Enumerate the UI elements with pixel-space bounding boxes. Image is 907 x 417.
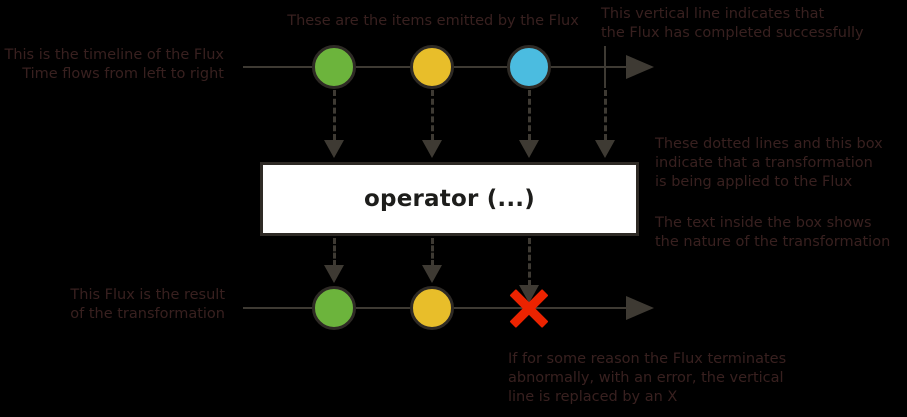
connector-in-blue bbox=[528, 90, 531, 140]
annotation-error: If for some reason the Flux terminates a… bbox=[508, 351, 787, 405]
connector-in-yellow-arrow-icon bbox=[422, 140, 442, 158]
connector-out-yellow-arrow-icon bbox=[422, 265, 442, 283]
connector-out-yellow bbox=[431, 238, 434, 266]
annotation-completion: This vertical line indicates that the Fl… bbox=[601, 6, 864, 41]
annotation-timeline: This is the timeline of the Flux Time fl… bbox=[4, 47, 224, 82]
connector-out-green-arrow-icon bbox=[324, 265, 344, 283]
connector-in-green bbox=[333, 90, 336, 140]
annotation-items: These are the items emitted by the Flux bbox=[287, 13, 579, 29]
connector-in-completion-arrow-icon bbox=[595, 140, 615, 158]
operator-box[interactable]: operator (...) bbox=[260, 162, 639, 236]
completion-bar bbox=[604, 46, 606, 88]
result-marble-yellow bbox=[410, 286, 454, 330]
error-x-icon bbox=[506, 285, 552, 331]
connector-in-green-arrow-icon bbox=[324, 140, 344, 158]
annotation-box-text: The text inside the box shows the nature… bbox=[655, 215, 891, 250]
source-marble-blue bbox=[507, 45, 551, 89]
connector-out-error bbox=[528, 238, 531, 286]
source-marble-yellow bbox=[410, 45, 454, 89]
result-timeline-arrow-icon bbox=[626, 296, 654, 320]
source-marble-green bbox=[312, 45, 356, 89]
result-marble-green bbox=[312, 286, 356, 330]
annotation-transformation: These dotted lines and this box indicate… bbox=[655, 136, 883, 190]
connector-in-yellow bbox=[431, 90, 434, 140]
annotation-result: This Flux is the result of the transform… bbox=[70, 287, 225, 322]
connector-out-green bbox=[333, 238, 336, 266]
connector-in-completion bbox=[604, 90, 607, 140]
connector-in-blue-arrow-icon bbox=[519, 140, 539, 158]
source-timeline-arrow-icon bbox=[626, 55, 654, 79]
operator-label: operator (...) bbox=[364, 186, 535, 212]
